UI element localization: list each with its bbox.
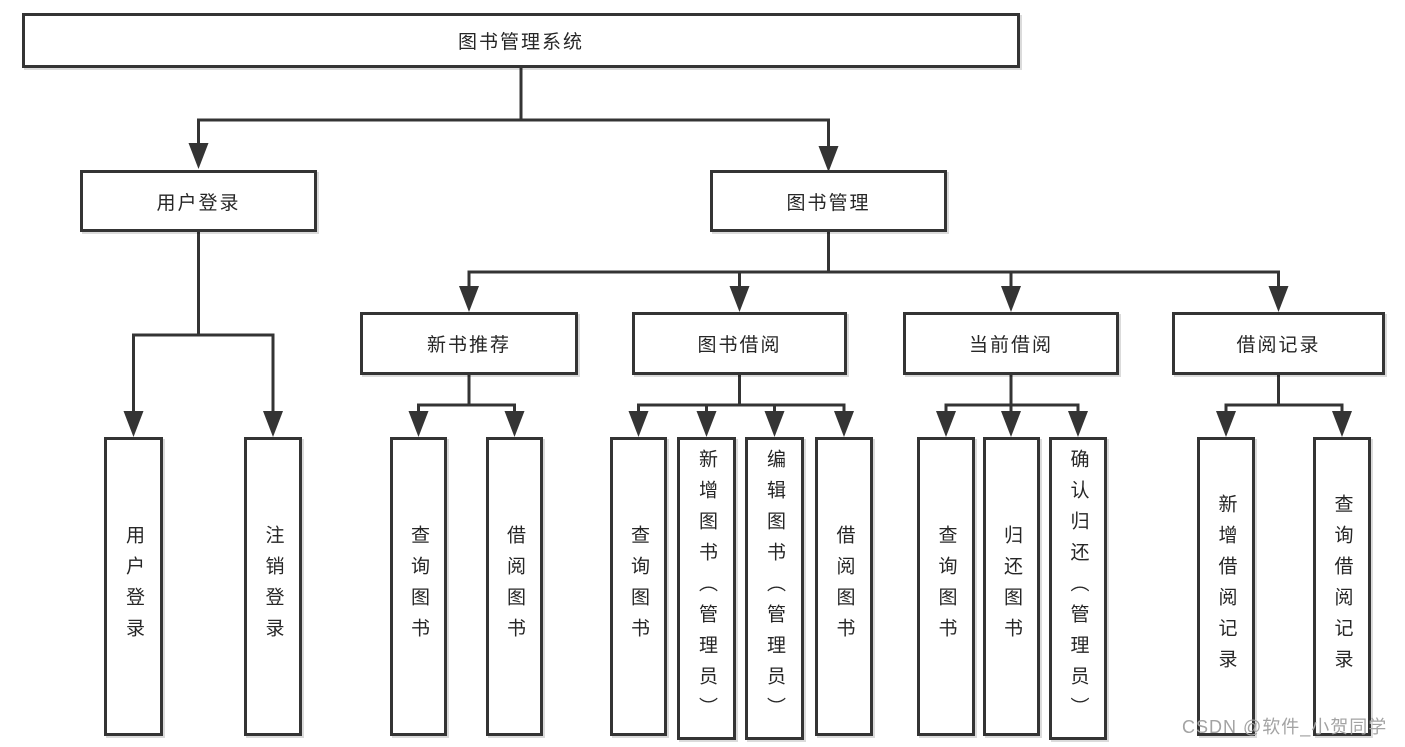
leaf-current-return-books: 归还图书 bbox=[983, 437, 1040, 736]
csdn-watermark: CSDN @软件_小贺同学 bbox=[1182, 717, 1388, 737]
leaf-user-login: 用户登录 bbox=[104, 437, 163, 736]
leaf-recommend-query-books: 查询图书 bbox=[390, 437, 447, 736]
leaf-borrow-query-books: 查询图书 bbox=[610, 437, 667, 736]
leaf-records-query-record: 查询借阅记录 bbox=[1313, 437, 1371, 736]
node-book-management: 图书管理 bbox=[710, 170, 947, 232]
leaf-borrow-borrow-books: 借阅图书 bbox=[815, 437, 873, 736]
node-current-borrow: 当前借阅 bbox=[903, 312, 1119, 375]
leaf-borrow-add-books-admin: 新增图书（管理员） bbox=[677, 437, 736, 740]
leaf-current-query-books: 查询图书 bbox=[917, 437, 975, 736]
leaf-current-confirm-return-admin: 确认归还（管理员） bbox=[1049, 437, 1107, 740]
node-new-book-recommend: 新书推荐 bbox=[360, 312, 578, 375]
leaf-recommend-borrow-books: 借阅图书 bbox=[486, 437, 543, 736]
node-user-login: 用户登录 bbox=[80, 170, 317, 232]
leaf-records-add-record: 新增借阅记录 bbox=[1197, 437, 1255, 736]
node-book-borrow: 图书借阅 bbox=[632, 312, 847, 375]
node-borrow-records: 借阅记录 bbox=[1172, 312, 1385, 375]
leaf-logout: 注销登录 bbox=[244, 437, 302, 736]
leaf-borrow-edit-books-admin: 编辑图书（管理员） bbox=[745, 437, 804, 740]
node-root-system: 图书管理系统 bbox=[22, 13, 1020, 68]
